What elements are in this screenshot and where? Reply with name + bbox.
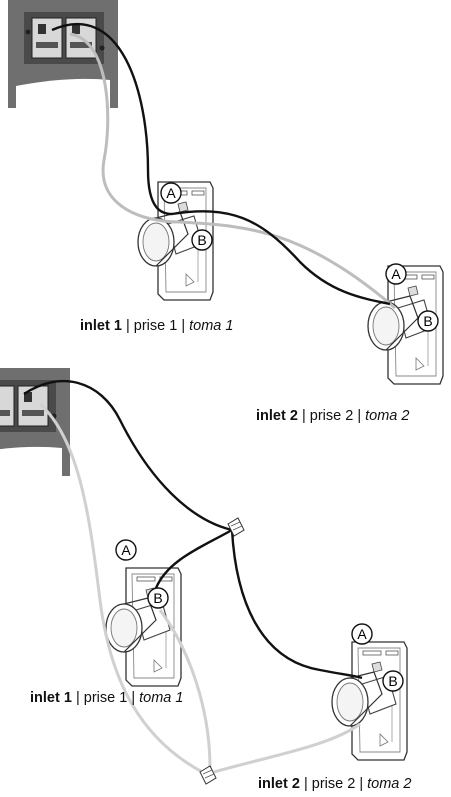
caption-french: prise 2 — [309, 408, 354, 424]
caption-separator: | — [75, 690, 80, 706]
bottom-black-wire-2 — [154, 528, 233, 589]
caption-separator: | — [301, 408, 306, 424]
marker-label: B — [153, 590, 162, 606]
top-gray-wire — [69, 32, 396, 310]
marker-label: B — [388, 673, 397, 689]
caption-spanish: toma 2 — [365, 408, 410, 424]
bottom-diagram: A B A B — [0, 367, 408, 785]
top-black-wire — [51, 22, 391, 306]
caption-french: prise 1 — [83, 690, 128, 706]
bottom-inlet-2-marker-a: A — [351, 623, 373, 645]
top-inlet-1-marker-a: A — [160, 182, 182, 204]
caption-spanish: toma 1 — [189, 318, 234, 334]
bottom-black-wire-1 — [23, 379, 233, 532]
top-inlet-2-marker-b: B — [417, 310, 439, 332]
bottom-inlet-2-caption: inlet 2 | prise 2 | toma 2 — [258, 776, 411, 792]
bottom-inlet-1-caption: inlet 1 | prise 1 | toma 1 — [30, 690, 183, 706]
caption-separator: | — [181, 318, 186, 334]
top-inlet-2-marker-a: A — [385, 263, 407, 285]
marker-label: A — [391, 266, 401, 282]
bottom-black-wire-3 — [230, 529, 363, 680]
bottom-gray-wire-2 — [158, 609, 212, 769]
caption-bold: inlet 2 — [258, 776, 300, 792]
marker-label: B — [423, 313, 432, 329]
caption-separator: | — [125, 318, 130, 334]
marker-label: A — [357, 626, 367, 642]
caption-bold: inlet 1 — [30, 690, 72, 706]
caption-separator: | — [131, 690, 136, 706]
caption-bold: inlet 1 — [80, 318, 122, 334]
caption-spanish: toma 2 — [367, 776, 412, 792]
caption-separator: | — [303, 776, 308, 792]
top-terminal-box — [7, 0, 119, 109]
caption-separator: | — [357, 408, 362, 424]
bottom-terminal-box — [0, 367, 71, 477]
bottom-gray-wire-3 — [213, 722, 361, 774]
marker-label: A — [121, 542, 131, 558]
caption-separator: | — [359, 776, 364, 792]
caption-french: prise 2 — [311, 776, 356, 792]
marker-label: B — [197, 232, 206, 248]
caption-spanish: toma 1 — [139, 690, 184, 706]
bottom-inlet-2 — [331, 641, 408, 761]
caption-bold: inlet 2 — [256, 408, 298, 424]
bottom-inlet-1-marker-a: A — [115, 539, 137, 561]
top-inlet-1-caption: inlet 1 | prise 1 | toma 1 — [80, 318, 233, 334]
bottom-inlet-1-marker-b: B — [147, 587, 169, 609]
top-inlet-1-marker-b: B — [191, 229, 213, 251]
caption-french: prise 1 — [133, 318, 178, 334]
top-diagram: A B A B — [7, 0, 444, 385]
marker-label: A — [166, 185, 176, 201]
bottom-gray-wire-1 — [38, 402, 207, 776]
bottom-inlet-2-marker-b: B — [382, 670, 404, 692]
top-inlet-2-caption: inlet 2 | prise 2 | toma 2 — [256, 408, 409, 424]
bottom-wire-connector-gray — [199, 765, 217, 785]
bottom-wire-connector-black — [227, 517, 245, 537]
